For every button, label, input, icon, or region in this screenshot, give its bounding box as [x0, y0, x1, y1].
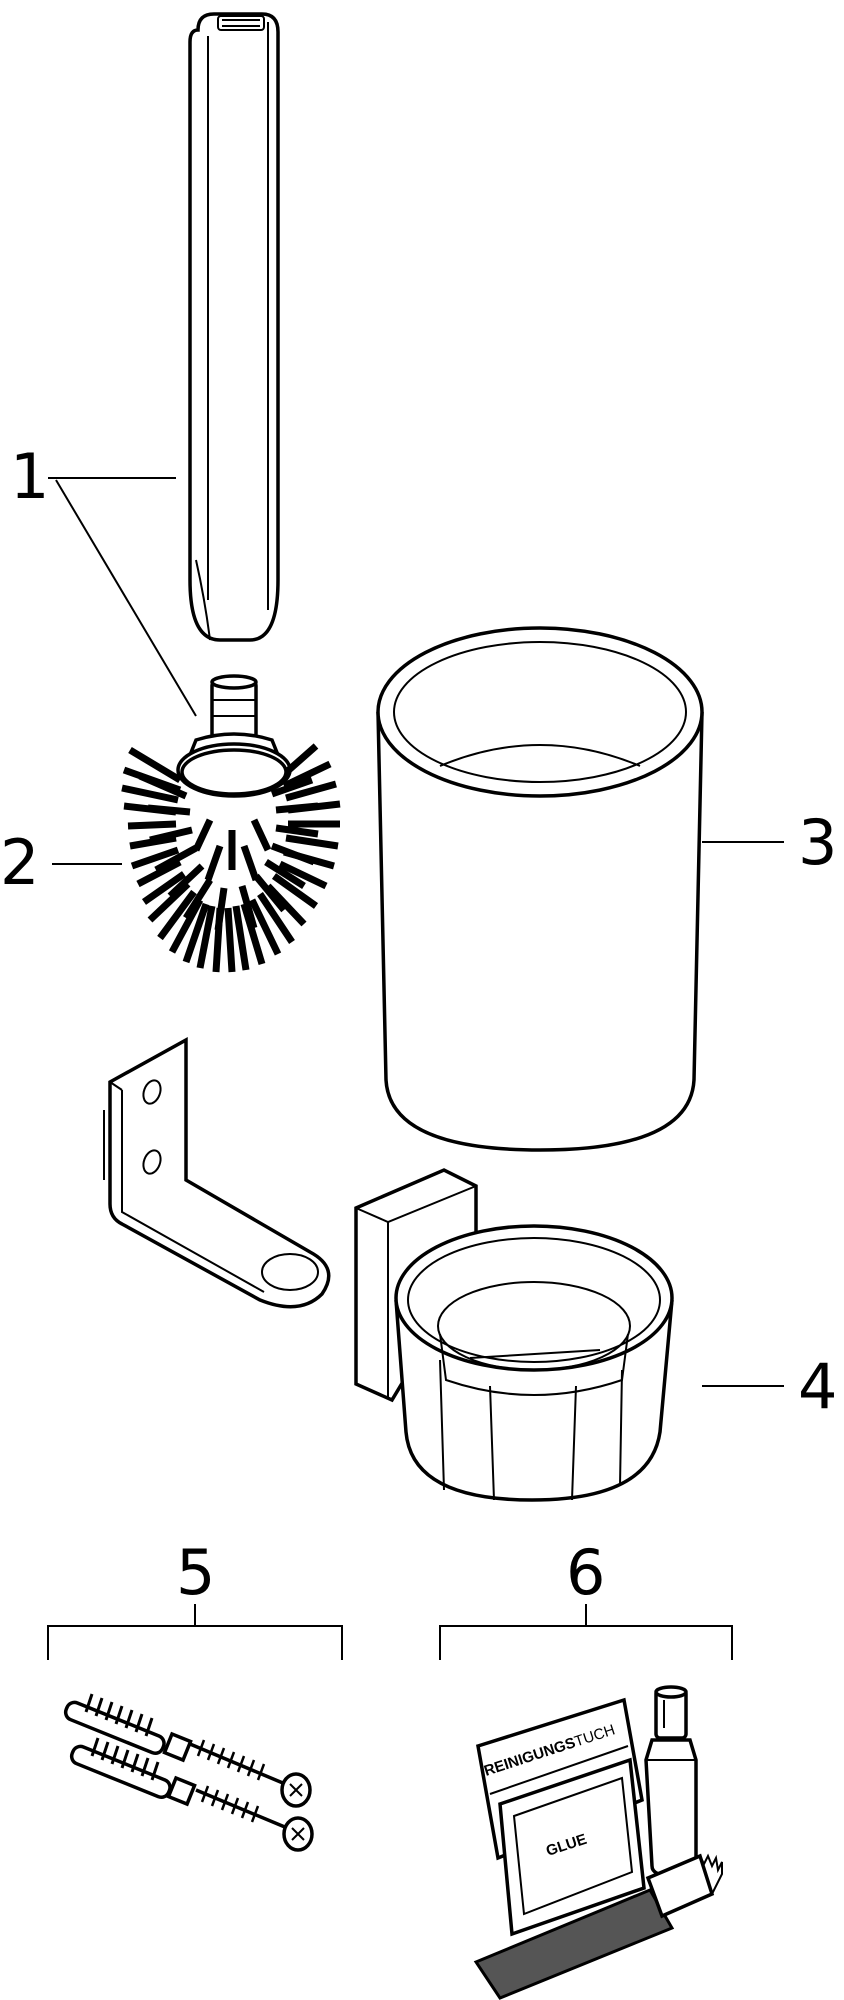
- part-4-wall-bracket: [103, 1037, 331, 1309]
- callout-2: 2: [0, 826, 39, 899]
- part-4-cup-holder: [354, 1168, 674, 1502]
- part-2-brush-head: [121, 674, 341, 973]
- glue-sachet: GLUE: [498, 1757, 646, 1937]
- callout-3: 3: [798, 806, 837, 879]
- part-6-adhesive-kit: REINIGUNGSTUCH GLUE: [439, 1604, 733, 2000]
- primer-bottle: [644, 1685, 698, 1878]
- callout-4: 4: [798, 1350, 837, 1423]
- callout-6: 6: [566, 1536, 605, 1609]
- part-3-container-cup: [376, 626, 704, 1152]
- part-5-fixing-set: [47, 1604, 343, 1852]
- callout-1: 1: [10, 440, 49, 513]
- screw-dowel-upper: [63, 1693, 312, 1808]
- leader-lines: [48, 477, 784, 1387]
- screw-dowel-lower: [69, 1737, 314, 1852]
- adhesive-tube: [473, 1853, 723, 2000]
- callout-numbers: 1 2 3 4 5 6: [0, 440, 837, 1609]
- callout-5: 5: [176, 1536, 215, 1609]
- part-1-brush-handle: [188, 12, 280, 642]
